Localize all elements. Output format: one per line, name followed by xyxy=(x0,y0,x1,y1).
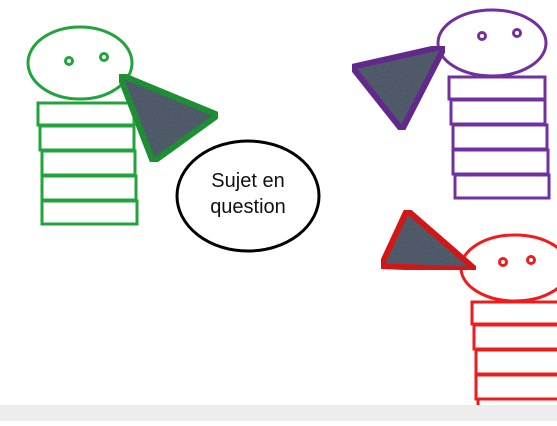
bottom-band xyxy=(0,405,557,421)
purple-body xyxy=(447,75,551,200)
subject-label-line2: question xyxy=(210,196,286,218)
green-cone xyxy=(113,68,225,167)
red-eye-right xyxy=(526,255,536,265)
subject-ellipse xyxy=(175,139,321,253)
red-person xyxy=(376,205,557,418)
green-body xyxy=(36,101,139,226)
green-head xyxy=(26,25,134,101)
purple-person xyxy=(346,8,551,200)
purple-head xyxy=(436,8,548,78)
red-body xyxy=(470,300,557,418)
subject-label: Sujet en question xyxy=(200,168,296,220)
green-eye-left xyxy=(64,56,74,66)
green-eye-right xyxy=(99,52,109,62)
red-cone xyxy=(376,205,485,274)
green-person xyxy=(26,25,225,226)
purple-eye-right xyxy=(512,28,522,38)
subject-label-line1: Sujet en xyxy=(211,170,285,192)
purple-cone xyxy=(346,41,451,136)
red-eye-left xyxy=(498,257,508,267)
purple-eye-left xyxy=(477,31,487,41)
